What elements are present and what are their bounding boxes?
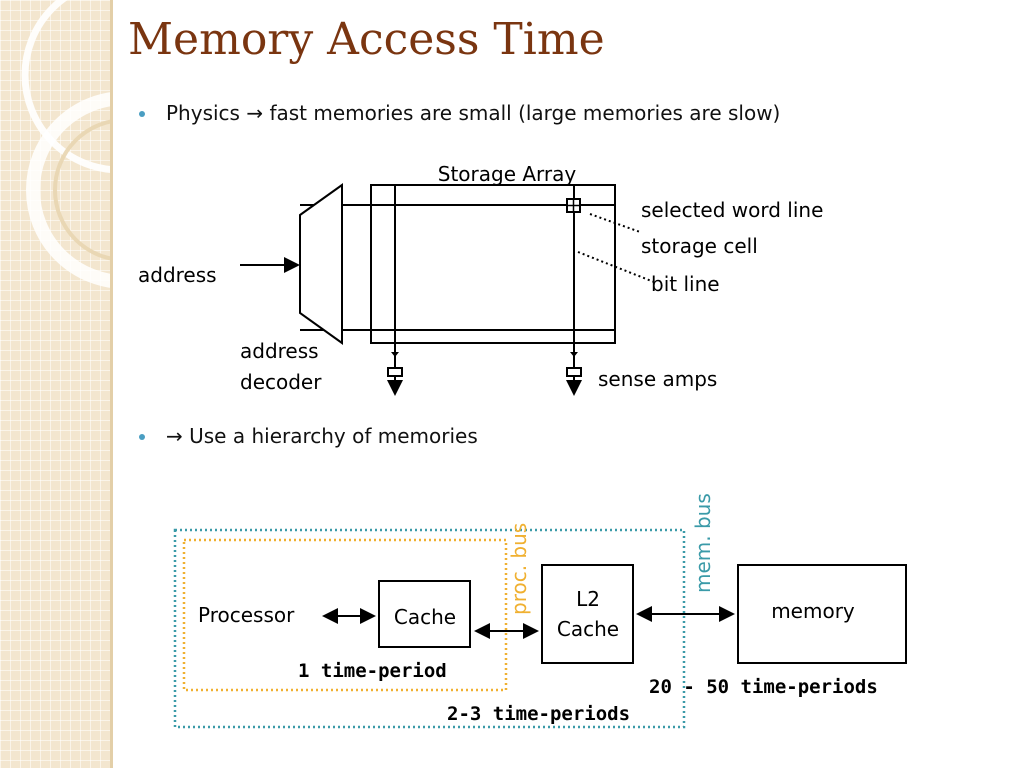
bullet-physics: Physics → fast memories are small (large… (166, 101, 780, 125)
l2-label-line2: Cache (557, 617, 619, 641)
right-arrow-icon: → (166, 424, 183, 448)
sense-arrow-left-icon (391, 352, 399, 357)
storage-array-label: Storage Array (438, 162, 577, 186)
storage-cell-label: storage cell (641, 234, 758, 258)
time-label-l1: 1 time-period (298, 660, 447, 682)
proc-bus-label: proc. bus (507, 523, 531, 615)
word-line-label: selected word line (641, 198, 823, 222)
decoder-label-line1: address (240, 339, 319, 363)
decorative-side-band (0, 0, 113, 768)
bullet-physics-text: fast memories are small (large memories … (269, 101, 781, 125)
right-arrow-icon: → (246, 101, 264, 125)
cache-label: Cache (394, 605, 456, 629)
bullet-hierarchy-text: Use a hierarchy of memories (189, 424, 478, 448)
mem-bus-boundary (173, 528, 686, 729)
bullet-hierarchy: → Use a hierarchy of memories (166, 424, 478, 448)
bullet-dot-2 (139, 434, 145, 440)
decoder-label-line2: decoder (240, 370, 322, 394)
time-label-memory: 20 - 50 time-periods (649, 676, 878, 698)
page-title: Memory Access Time (128, 14, 605, 65)
cache-box (378, 580, 471, 648)
l2-cache-box (541, 564, 634, 664)
memory-label: memory (771, 599, 855, 623)
sense-arrow-right-icon (570, 352, 578, 357)
sense-amps-label: sense amps (598, 367, 717, 391)
address-label: address (138, 263, 217, 287)
bit-line-label: bit line (651, 272, 720, 296)
decorative-rings (21, 0, 113, 289)
cell-leader-line (589, 213, 641, 233)
time-label-l2: 2-3 time-periods (447, 703, 630, 725)
address-decoder (299, 183, 343, 345)
l2-label-line1: L2 (576, 587, 600, 611)
bitline-leader-line (577, 251, 655, 283)
proc-bus-boundary (182, 538, 508, 692)
bullet-physics-prefix: Physics (166, 101, 240, 125)
mem-bus-label: mem. bus (691, 493, 715, 593)
storage-array-box (370, 184, 616, 344)
band-divider (110, 0, 113, 768)
processor-label: Processor (198, 603, 295, 627)
memory-box (737, 564, 907, 664)
bullet-dot-1 (139, 111, 145, 117)
